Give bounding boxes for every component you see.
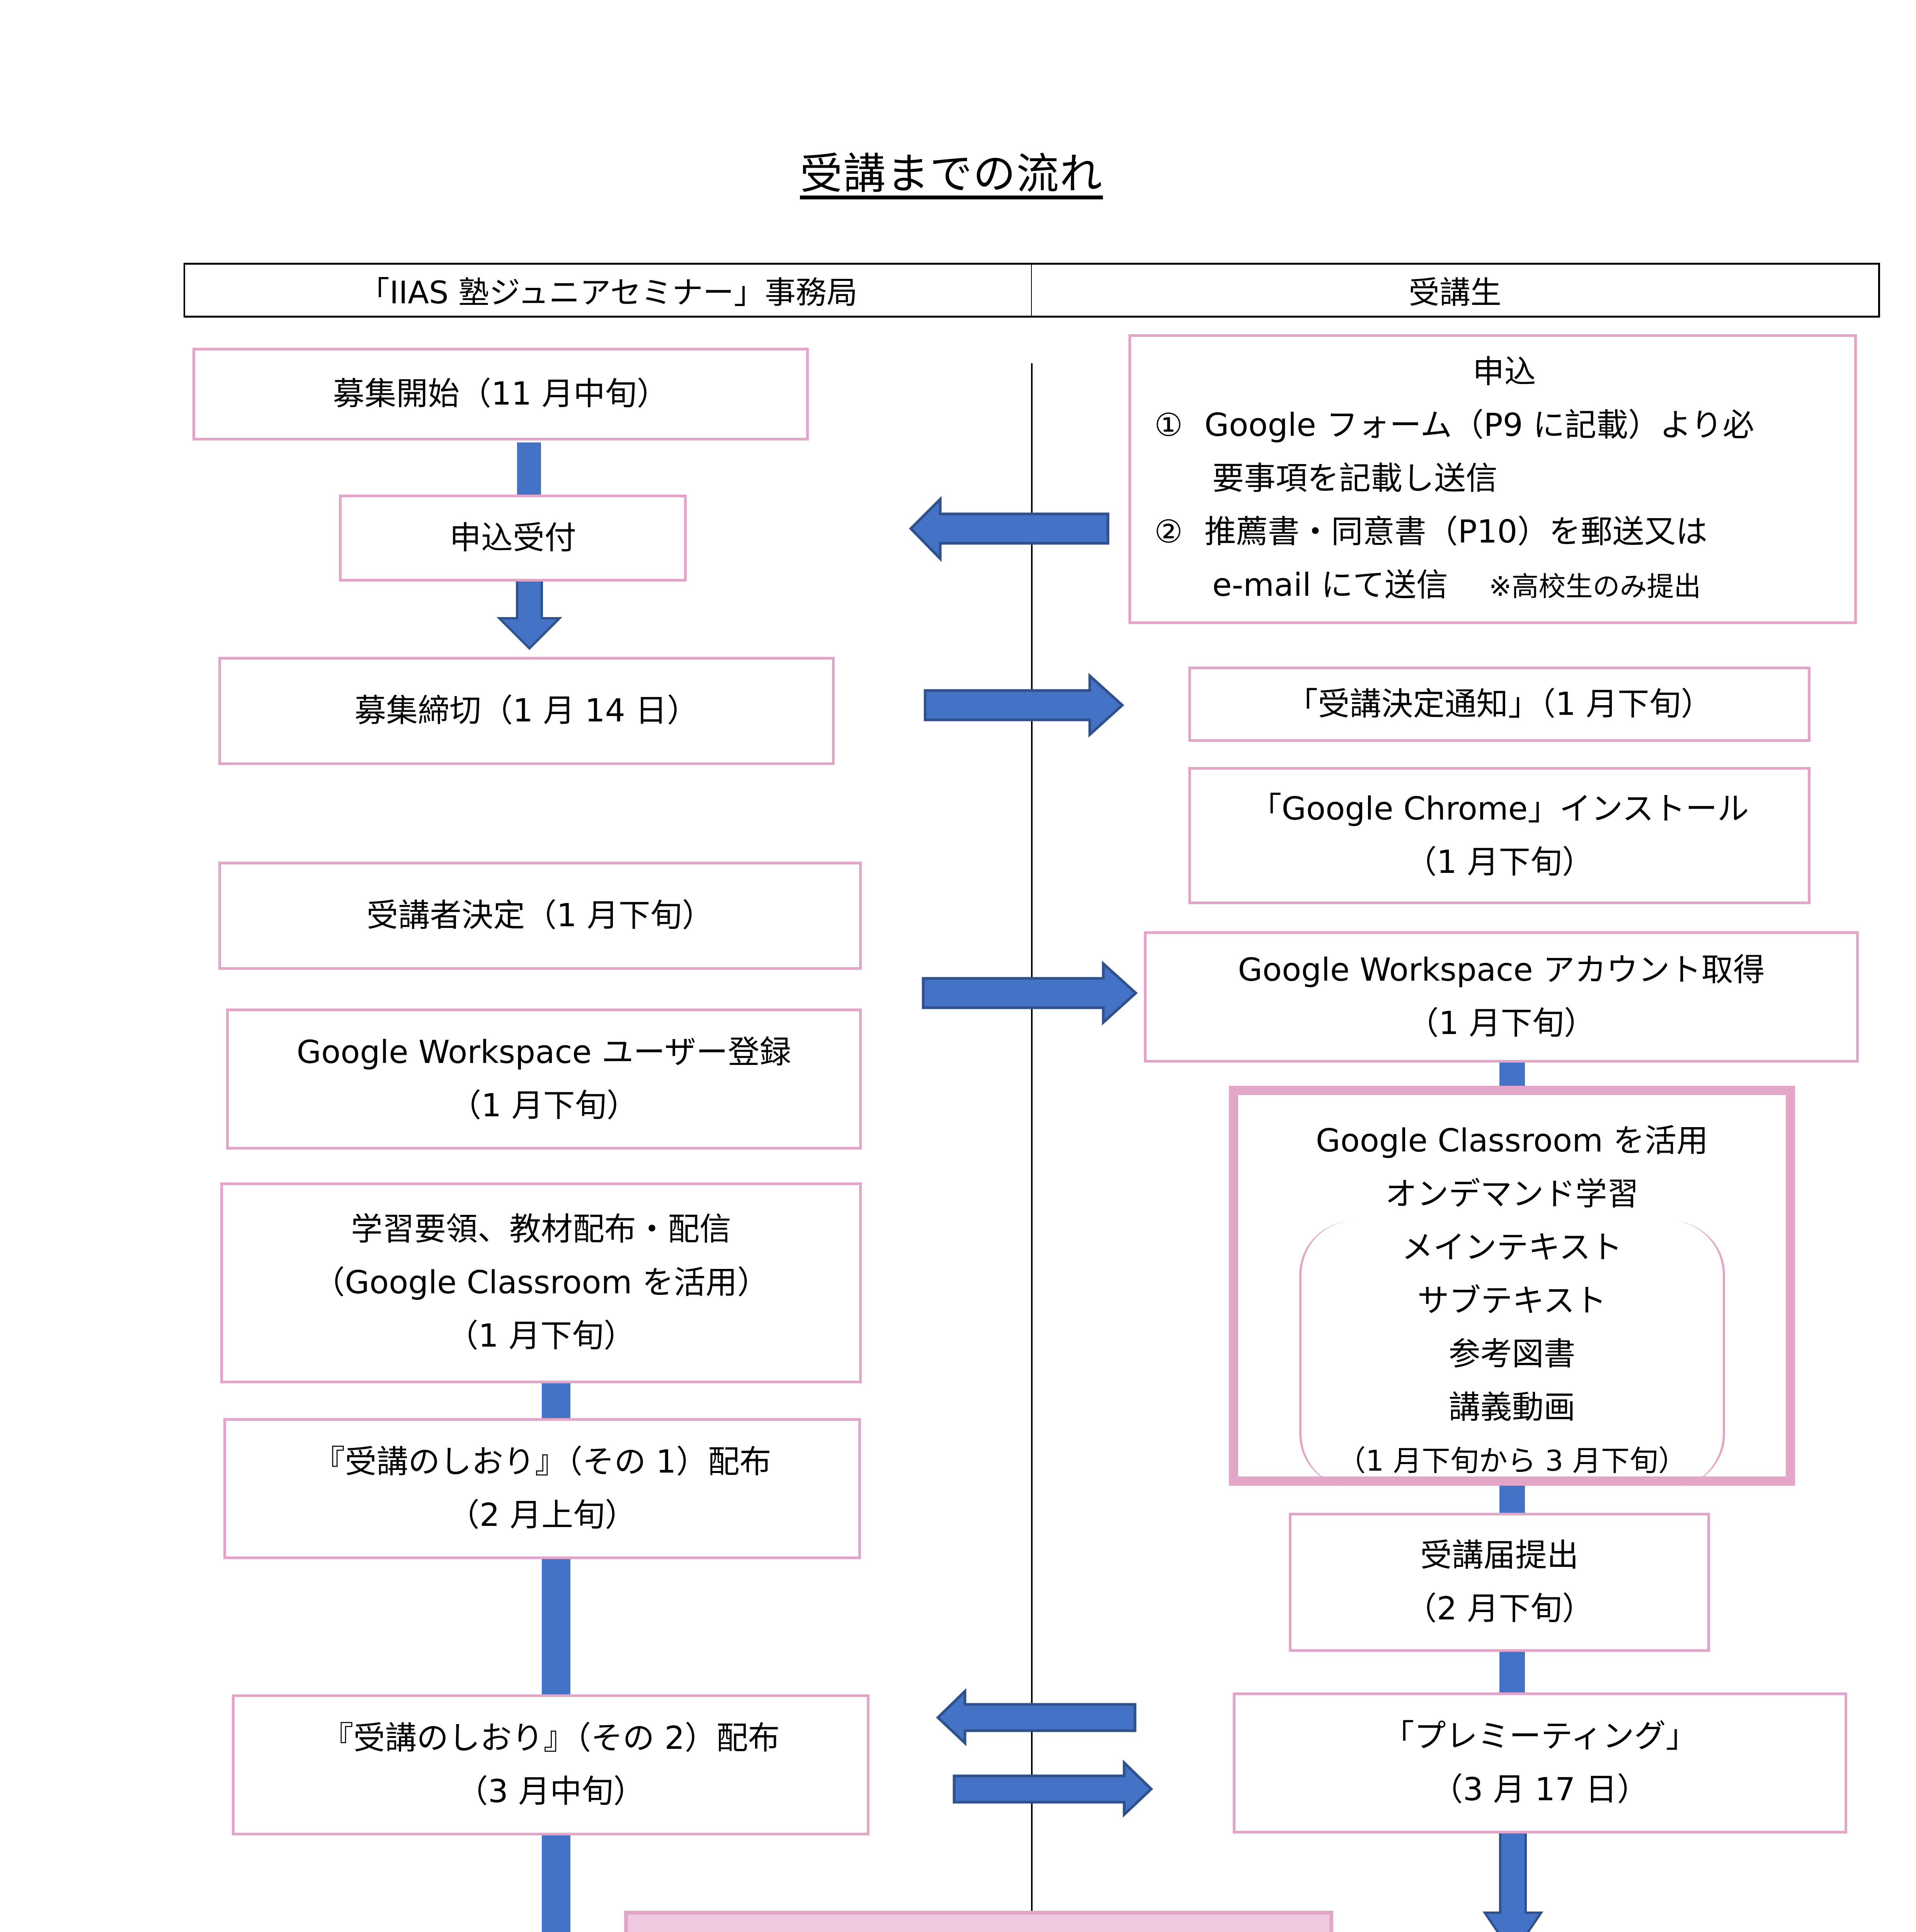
column-header-student: 受講生 xyxy=(1031,263,1880,318)
camp-dates-badge: 3 月 23 日・24 日・25 日（2 泊 3 日） xyxy=(624,1911,1333,1932)
step-application-received: 申込受付 xyxy=(339,495,687,582)
step-text: 受講者決定（1 月下旬） xyxy=(366,897,714,934)
step-text: 受講届提出 xyxy=(1420,1537,1579,1574)
step-text: 募集開始（11 月中旬） xyxy=(333,376,669,412)
center-divider xyxy=(1031,363,1033,1932)
marker-circle-2: ② xyxy=(1154,513,1183,550)
step-workspace-account: Google Workspace アカウント取得 （1 月下旬） xyxy=(1144,931,1859,1063)
step-text: 募集締切（1 月 14 日） xyxy=(354,692,699,729)
flow-bar-office-1 xyxy=(517,442,541,497)
apply-item-2-line-2: e-mail にて送信 xyxy=(1212,566,1448,604)
arrow-down-recruit-to-receive xyxy=(496,571,563,650)
step-recruit-start: 募集開始（11 月中旬） xyxy=(192,348,809,440)
on-demand-line-1: Google Classroom を活用 xyxy=(1315,1122,1708,1159)
step-text: 『受講のしおり』（その 2）配布 xyxy=(322,1719,780,1757)
step-date: （1 月下旬） xyxy=(1405,844,1594,881)
step-date: （1 月下旬） xyxy=(449,1087,638,1124)
on-demand-line-2: オンデマンド学習 xyxy=(1385,1176,1639,1213)
step-materials-distribution: 学習要領、教材配布・配信 （Google Classroom を活用） （1 月… xyxy=(220,1182,862,1383)
arrow-left-application xyxy=(909,496,1109,562)
step-workspace-user-registration: Google Workspace ユーザー登録 （1 月下旬） xyxy=(226,1009,862,1150)
step-text: 申込受付 xyxy=(449,519,576,556)
step-text: 学習要領、教材配布・配信 xyxy=(351,1211,731,1248)
arrow-down-student-to-camp xyxy=(1482,1830,1543,1932)
material-reference-books: 参考図書 xyxy=(1448,1336,1576,1372)
apply-item-2-line-2-row: e-mail にて送信 ※高校生のみ提出 xyxy=(1154,559,1701,613)
step-date: （3 月中旬） xyxy=(456,1773,645,1810)
arrow-right-acceptance-notice xyxy=(924,673,1125,738)
step-date: （2 月下旬） xyxy=(1405,1590,1594,1627)
apply-item-1-line-2: 要事項を記載し送信 xyxy=(1212,460,1498,497)
step-text: Google Workspace ユーザー登録 xyxy=(296,1034,791,1071)
step-text: 「Google Chrome」インストール xyxy=(1250,790,1749,827)
step-acceptance-notice: 「受講決定通知」（1 月下旬） xyxy=(1188,667,1811,742)
apply-item-2-line-1: 推薦書・同意書（P10）を郵送又は xyxy=(1204,513,1708,550)
step-recruit-close: 募集締切（1 月 14 日） xyxy=(218,657,835,765)
apply-item-2: ② 推薦書・同意書（P10）を郵送又は xyxy=(1154,505,1707,559)
step-guide-1: 『受講のしおり』（その 1）配布 （2 月上旬） xyxy=(223,1418,861,1559)
step-text: 「受講決定通知」（1 月下旬） xyxy=(1286,685,1713,723)
step-date: （1 月下旬） xyxy=(446,1318,636,1354)
step-premeeting: 「プレミーティング」 （3 月 17 日） xyxy=(1233,1692,1847,1833)
page-title: 受講までの流れ xyxy=(800,149,1103,199)
arrow-right-premeeting xyxy=(953,1759,1154,1818)
arrow-right-workspace-account xyxy=(922,961,1138,1026)
step-date: （1 月下旬） xyxy=(1407,1005,1596,1042)
step-enrollment-form: 受講届提出 （2 月下旬） xyxy=(1289,1513,1710,1652)
apply-item-1: ① Google フォーム（P9 に記載）より必 xyxy=(1154,399,1754,452)
step-date: （2 月上旬） xyxy=(448,1497,637,1534)
step-on-demand: Google Classroom を活用 オンデマンド学習 メインテキスト サブ… xyxy=(1229,1086,1795,1488)
step-chrome-install: 「Google Chrome」インストール （1 月下旬） xyxy=(1188,767,1811,904)
step-text: 『受講のしおり』（その 1）配布 xyxy=(313,1443,771,1480)
step-guide-2: 『受講のしおり』（その 2）配布 （3 月中旬） xyxy=(232,1694,870,1835)
apply-heading: 申込 xyxy=(1472,353,1536,390)
step-text: 「プレミーティング」 xyxy=(1382,1718,1698,1755)
column-header-office: 「IIAS 塾ジュニアセミナー」事務局 xyxy=(184,263,1032,318)
marker-circle-1: ① xyxy=(1154,406,1183,444)
step-participant-decided: 受講者決定（1 月下旬） xyxy=(218,862,862,970)
on-demand-period: （1 月下旬から 3 月下旬） xyxy=(1337,1444,1687,1478)
step-apply: 申込 ① Google フォーム（P9 に記載）より必 要事項を記載し送信 ② … xyxy=(1128,334,1857,624)
apply-note: ※高校生のみ提出 xyxy=(1489,570,1701,602)
material-sub-text: サブテキスト xyxy=(1417,1282,1607,1319)
step-date: （3 月 17 日） xyxy=(1431,1771,1649,1808)
materials-bracket: メインテキスト サブテキスト 参考図書 講義動画 （1 月下旬から 3 月下旬） xyxy=(1299,1221,1725,1488)
apply-item-1-line-1: Google フォーム（P9 に記載）より必 xyxy=(1204,406,1754,444)
material-main-text: メインテキスト xyxy=(1401,1229,1623,1266)
step-subtext: （Google Classroom を活用） xyxy=(313,1264,769,1301)
material-lecture-videos: 講義動画 xyxy=(1448,1389,1576,1426)
arrow-left-premeeting xyxy=(936,1688,1137,1747)
step-text: Google Workspace アカウント取得 xyxy=(1238,952,1765,988)
